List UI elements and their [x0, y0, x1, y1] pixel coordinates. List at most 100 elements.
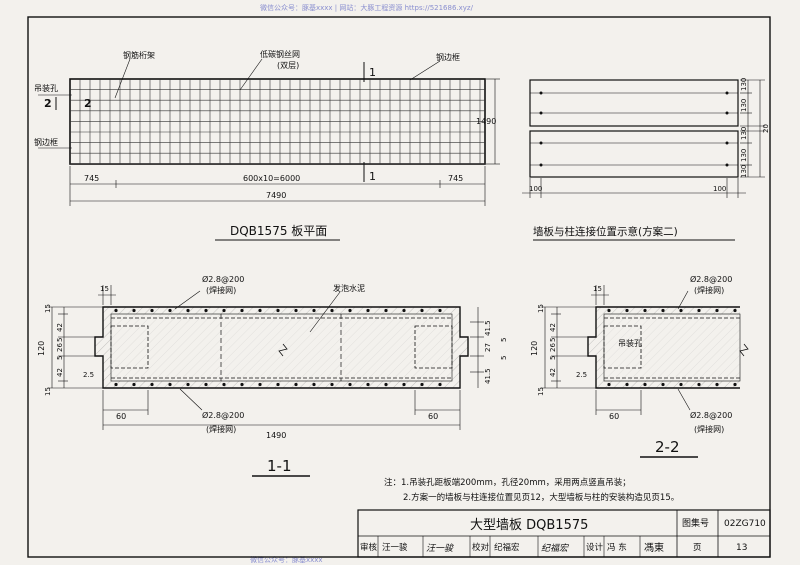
sec22-dim-2-5: 2.5 — [576, 371, 587, 379]
check-name: 纪福宏 — [494, 542, 520, 553]
section-mark-1-top: 1 — [369, 66, 376, 79]
rebar-dot — [643, 308, 647, 313]
sec22-rebar-top-sub: (焊接网) — [694, 285, 724, 295]
rebar-dot — [330, 308, 334, 313]
section-2-2-rebar-bottom — [607, 382, 737, 387]
truss-label: 钢筋桁架 — [123, 50, 155, 60]
review-signature: 汪一骏 — [426, 543, 454, 554]
review-label: 审核 — [360, 542, 378, 553]
dim-conn-4: 130 — [740, 149, 748, 162]
rebar-dot — [402, 308, 406, 313]
rebar-dot — [168, 308, 172, 313]
sec22-dim-15-bottom: 15 — [537, 387, 545, 396]
sec11-foam-label: 发泡水泥 — [333, 283, 365, 293]
rebar-dot — [420, 382, 424, 387]
dim-conn-total: 20 — [762, 124, 770, 133]
sec11-rebar-top-label: Ø2.8@200 — [202, 274, 244, 284]
rebar-dot — [240, 308, 244, 313]
rebar-dot — [294, 308, 298, 313]
dim-plan-middle: 600x10=6000 — [243, 174, 300, 183]
section-1-1-rebar-bottom — [114, 382, 442, 387]
rebar-dot — [168, 382, 172, 387]
rebar-dot — [697, 308, 701, 313]
rebar-dot — [276, 382, 280, 387]
notes: 注：1.吊装孔距板端200mm，孔径20mm，采用两点竖直吊装； 2.方案一的墙… — [384, 477, 679, 503]
watermark-bottom: 微信公众号：豚基xxxx — [250, 555, 323, 564]
design-label: 设计 — [586, 542, 604, 553]
connection-schematic: 130 130 130 130 130 20 100 100 墙板与柱连接位置示… — [522, 78, 770, 241]
rebar-dot — [222, 308, 226, 313]
rebar-dot — [402, 382, 406, 387]
rebar-dot — [697, 382, 701, 387]
dim-conn-1: 130 — [740, 78, 748, 91]
plan-title: DQB1575 板平面 — [230, 224, 327, 238]
rebar-dot — [132, 308, 136, 313]
rebar-dot — [366, 308, 370, 313]
title-block: 大型墙板 DQB1575 图集号 02ZG710 审核 汪一骏 汪一骏 校对 纪… — [357, 509, 771, 558]
dim-plan-left: 745 — [84, 174, 99, 183]
page-number: 13 — [736, 543, 747, 553]
sec11-dim-120: 120 — [37, 341, 46, 356]
rebar-dot — [661, 382, 665, 387]
section-mark-1-bottom: 1 — [369, 170, 376, 183]
dim-conn-2: 130 — [740, 99, 748, 112]
rebar-dot — [384, 382, 388, 387]
rebar-dot — [715, 382, 719, 387]
rebar-dot — [294, 382, 298, 387]
review-name: 汪一骏 — [382, 542, 408, 553]
rebar-dot — [114, 382, 118, 387]
rebar-dot — [679, 382, 683, 387]
rebar-dot — [607, 308, 611, 313]
sec22-dim-5-b: 5 — [549, 356, 557, 360]
section-2-2-rebar-top — [607, 308, 737, 313]
sec22-rebar-top-label: Ø2.8@200 — [690, 274, 732, 284]
rebar-dot — [420, 308, 424, 313]
dim-plan-height: 1490 — [476, 117, 496, 126]
mesh-label: 低碳钢丝网 — [260, 49, 300, 59]
atlas-number: 02ZG710 — [724, 519, 766, 529]
rebar-dot — [733, 382, 737, 387]
sec22-dim-42-bottom: 42 — [549, 368, 557, 377]
design-name: 冯 东 — [607, 542, 627, 553]
sec22-dim-15-horizontal: 15 — [593, 285, 602, 293]
page-label: 页 — [693, 543, 702, 553]
rebar-dot — [330, 382, 334, 387]
sec11-dim-5-b: 5 — [56, 356, 64, 360]
sec11-dim-5-a: 5 — [56, 338, 64, 342]
watermark-top: 微信公众号：豚基xxxx | 网站：大豚工程资源 https://521686.… — [260, 3, 474, 12]
plan-mesh-grid — [70, 79, 485, 165]
sec11-dim-26: 26 — [56, 343, 64, 352]
connection-title: 墙板与柱连接位置示意(方案二) — [533, 225, 678, 238]
atlas-label: 图集号 — [682, 517, 709, 529]
sec22-dim-60: 60 — [609, 412, 619, 421]
sec11-dim-41-5-top: 41.5 — [484, 320, 492, 336]
plan-view: 1 1 2 2 吊装孔 钢边框 钢筋桁架 低碳钢丝网 (双层) 钢边框 745 … — [34, 49, 500, 241]
sec11-rebar-top-sub: (焊接网) — [206, 285, 236, 295]
edge-frame-top-label: 钢边框 — [436, 52, 460, 62]
dim-conn-5: 130 — [740, 165, 748, 178]
dim-conn-3: 130 — [740, 127, 748, 140]
sec11-dim-27: 27 — [484, 343, 492, 352]
rebar-dot — [625, 308, 629, 313]
sec11-dim-2-5: 2.5 — [83, 371, 94, 379]
sec22-dim-120: 120 — [530, 341, 539, 356]
rebar-dot — [276, 308, 280, 313]
rebar-dot — [222, 382, 226, 387]
rebar-dot — [240, 382, 244, 387]
sec11-dim-1490: 1490 — [266, 431, 286, 440]
rebar-dot — [348, 382, 352, 387]
sec22-rebar-bottom-label: Ø2.8@200 — [690, 410, 732, 420]
dim-plan-right: 745 — [448, 174, 463, 183]
sec11-dim-41-5-bottom: 41.5 — [484, 368, 492, 384]
sec11-dim-15-bottom: 15 — [44, 387, 52, 396]
check-label: 校对 — [472, 542, 490, 553]
rebar-dot — [438, 382, 442, 387]
rebar-dot — [312, 382, 316, 387]
sec11-dim-5-right-a: 5 — [500, 338, 508, 342]
section-1-1-rebar-top — [114, 308, 442, 313]
sec22-dim-42-top: 42 — [549, 323, 557, 332]
sec11-dim-60-left: 60 — [116, 412, 126, 421]
rebar-dot — [204, 382, 208, 387]
sec11-dim-5-right-b: 5 — [500, 356, 508, 360]
